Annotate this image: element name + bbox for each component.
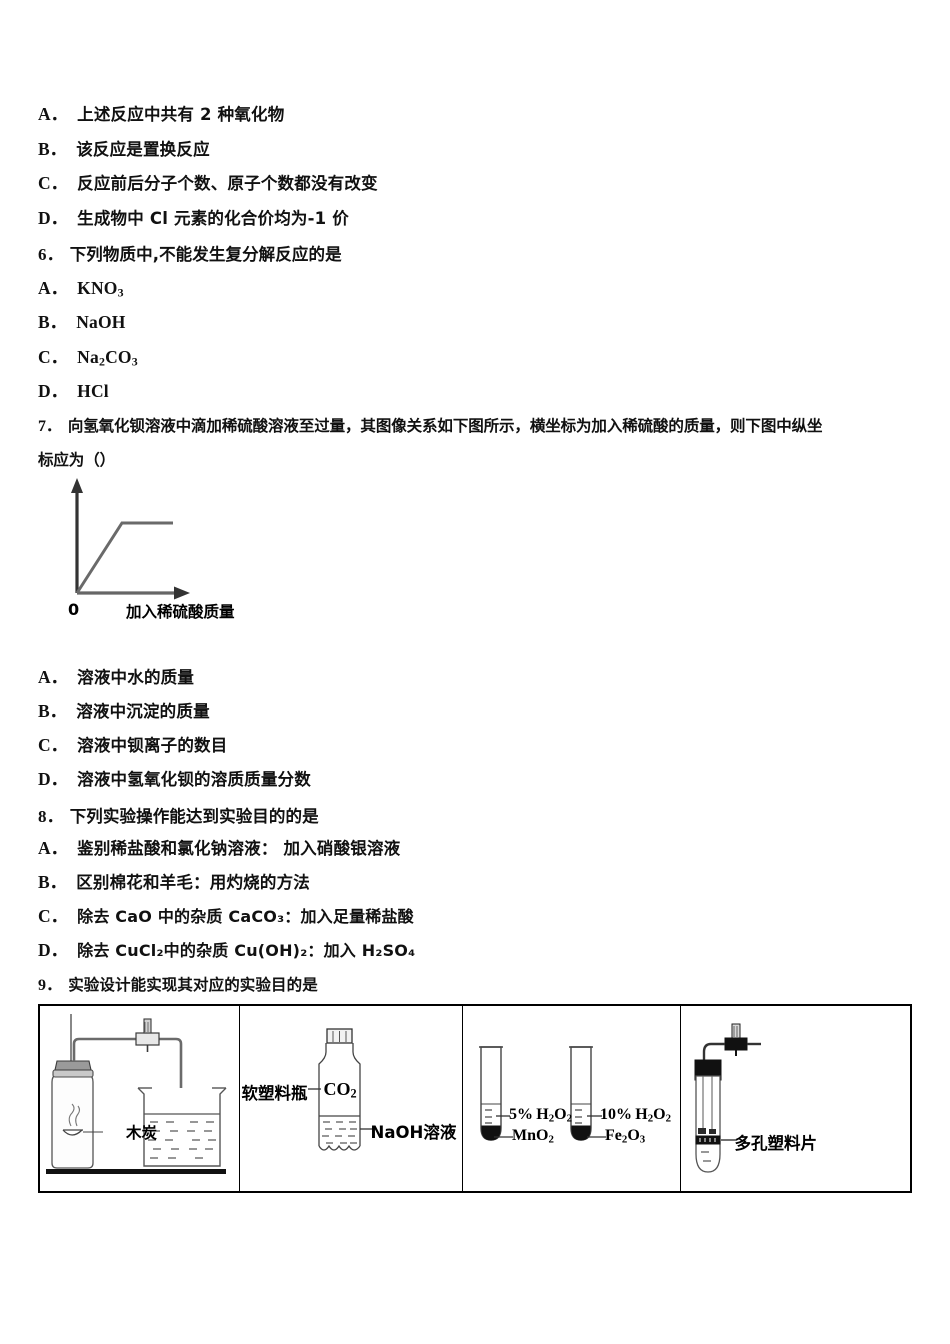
- q5-option-c: C． 反应前后分子个数、原子个数都没有改变: [38, 170, 378, 195]
- soft-plastic-bottle-label: 软塑料瓶: [241, 1084, 308, 1103]
- charcoal-apparatus-diagram: [46, 1014, 227, 1174]
- h2o2-test-tubes-diagram: [479, 1046, 607, 1141]
- q6-option-c: C． Na2CO3: [38, 344, 138, 370]
- porous-plastic-sheet-diagram: [694, 1023, 761, 1173]
- porous-plastic-sheet-label: 多孔塑料片: [734, 1134, 818, 1153]
- h2o2-5-percent-label: 5% H2O2: [509, 1106, 573, 1125]
- q6-option-d: D． HCl: [38, 378, 109, 403]
- q5-option-a: A． 上述反应中共有 2 种氧化物: [38, 101, 284, 126]
- test-tube-2: [569, 1046, 594, 1141]
- q7-option-b: B． 溶液中沉淀的质量: [38, 698, 210, 723]
- q8-option-b: B． 区别棉花和羊毛：用灼烧的方法: [38, 869, 310, 894]
- q9-cell-charcoal-combustion: 木炭: [40, 1006, 240, 1191]
- q8-option-b-text: 区别棉花和羊毛：用灼烧的方法: [76, 873, 310, 892]
- q7-option-c-label: C．: [38, 735, 69, 755]
- q7-stem-text-1: 向氢氧化钡溶液中滴加稀硫酸溶液至过量，其图像关系如下图所示，横坐标为加入稀硫酸的…: [67, 417, 823, 435]
- q8-stem: 8． 下列实验操作能达到实验目的的是: [38, 802, 319, 827]
- q5-option-d: D． 生成物中 Cl 元素的化合价均为-1 价: [38, 205, 349, 230]
- plastic-bottle-diagram: [307, 1028, 373, 1151]
- q6-stem: 6． 下列物质中,不能发生复分解反应的是: [38, 240, 342, 265]
- graph-origin-label: 0: [68, 600, 80, 619]
- q6-option-b: B． NaOH: [38, 309, 126, 334]
- q6-stem-text: 下列物质中,不能发生复分解反应的是: [69, 245, 342, 264]
- q7-option-a: A． 溶液中水的质量: [38, 664, 194, 689]
- q8-option-a-label: A．: [38, 838, 69, 858]
- q5-option-a-label: A．: [38, 104, 69, 124]
- q8-option-c: C． 除去 CaO 中的杂质 CaCO₃：加入足量稀盐酸: [38, 903, 414, 928]
- h2o2-10-percent-label: 10% H2O2: [600, 1106, 672, 1125]
- q9-cell-porous-plastic-sheet: 多孔塑料片: [681, 1006, 910, 1191]
- q7-option-d-text: 溶液中氢氧化钡的溶质质量分数: [77, 770, 311, 789]
- q9-stem-text: 实验设计能实现其对应的实验目的是: [68, 976, 318, 994]
- q7-option-d: D． 溶液中氢氧化钡的溶质质量分数: [38, 766, 311, 791]
- q7-option-b-text: 溶液中沉淀的质量: [76, 702, 210, 721]
- q7-stem-line2: 标应为（）: [38, 448, 115, 470]
- q5-option-b-label: B．: [38, 139, 68, 159]
- q5-option-d-text: 生成物中 Cl 元素的化合价均为-1 价: [77, 209, 349, 228]
- q5-option-d-label: D．: [38, 208, 69, 228]
- q5-option-b-text: 该反应是置换反应: [76, 140, 210, 159]
- q8-option-c-label: C．: [38, 906, 69, 926]
- q9-number: 9．: [38, 977, 63, 994]
- q7-option-a-label: A．: [38, 667, 69, 687]
- q7-stem-text-2: 标应为（）: [38, 451, 116, 469]
- q5-option-c-label: C．: [38, 173, 69, 193]
- data-series-line: [75, 521, 173, 594]
- q7-option-b-label: B．: [38, 701, 68, 721]
- q6-option-b-label: B．: [38, 312, 68, 332]
- q6-option-c-label: C．: [38, 347, 69, 367]
- fe2o3-label: Fe2O3: [605, 1127, 646, 1146]
- q8-number: 8．: [38, 807, 64, 826]
- q9-cell-co2-plastic-bottle: 软塑料瓶 CO2 NaOH溶液: [240, 1006, 464, 1191]
- q8-option-c-text: 除去 CaO 中的杂质 CaCO₃：加入足量稀盐酸: [77, 907, 414, 926]
- q6-option-a-formula: KNO3: [77, 278, 124, 300]
- q6-option-a-label: A．: [38, 278, 69, 298]
- q9-cell-h2o2-catalyst-tubes: 5% H2O2 MnO2 10% H2O2 Fe2O3: [463, 1006, 681, 1191]
- q8-stem-text: 下列实验操作能达到实验目的的是: [69, 807, 319, 826]
- q7-graph: 0 加入稀硫酸质量: [40, 470, 340, 635]
- q7-option-a-text: 溶液中水的质量: [77, 668, 195, 687]
- q6-option-d-label: D．: [38, 381, 69, 401]
- q6-option-d-formula: HCl: [77, 381, 109, 401]
- x-axis-arrow-icon: [174, 586, 190, 600]
- y-axis-arrow-icon: [71, 478, 83, 493]
- graph-x-axis-label: 加入稀硫酸质量: [126, 603, 235, 621]
- q7-stem-line1: 7． 向氢氧化钡溶液中滴加稀硫酸溶液至过量，其图像关系如下图所示，横坐标为加入稀硫…: [38, 412, 823, 436]
- test-tube-1: [479, 1046, 504, 1141]
- q8-option-a: A． 鉴别稀盐酸和氯化钠溶液： 加入硝酸银溶液: [38, 835, 400, 860]
- q5-option-a-text: 上述反应中共有 2 种氧化物: [77, 105, 285, 124]
- q7-option-d-label: D．: [38, 769, 69, 789]
- naoh-solution-label: NaOH溶液: [370, 1123, 457, 1142]
- q8-option-d-label: D．: [38, 940, 69, 960]
- q7-number: 7．: [38, 418, 62, 435]
- q8-option-d-text: 除去 CuCl₂中的杂质 Cu(OH)₂：加入 H₂SO₄: [77, 941, 416, 960]
- q7-graph-svg: [71, 478, 190, 600]
- q8-option-a-text: 鉴别稀盐酸和氯化钠溶液： 加入硝酸银溶液: [77, 839, 401, 858]
- q7-option-c: C． 溶液中钡离子的数目: [38, 732, 227, 757]
- q5-option-c-text: 反应前后分子个数、原子个数都没有改变: [77, 174, 378, 193]
- q6-number: 6．: [38, 245, 64, 264]
- q8-option-b-label: B．: [38, 872, 68, 892]
- charcoal-label: 木炭: [126, 1124, 158, 1142]
- q6-option-a: A． KNO3: [38, 275, 124, 301]
- q5-option-b: B． 该反应是置换反应: [38, 136, 210, 161]
- mno2-label: MnO2: [512, 1127, 554, 1146]
- q9-experiment-table: 木炭: [38, 1004, 912, 1193]
- q9-stem: 9． 实验设计能实现其对应的实验目的是: [38, 971, 318, 995]
- co2-gas-label: CO2: [323, 1079, 357, 1101]
- q8-option-d: D． 除去 CuCl₂中的杂质 Cu(OH)₂：加入 H₂SO₄: [38, 937, 415, 962]
- q7-option-c-text: 溶液中钡离子的数目: [77, 736, 228, 755]
- q6-option-c-formula: Na2CO3: [77, 347, 138, 369]
- bench-top: [46, 1169, 226, 1174]
- q6-option-b-formula: NaOH: [76, 312, 126, 332]
